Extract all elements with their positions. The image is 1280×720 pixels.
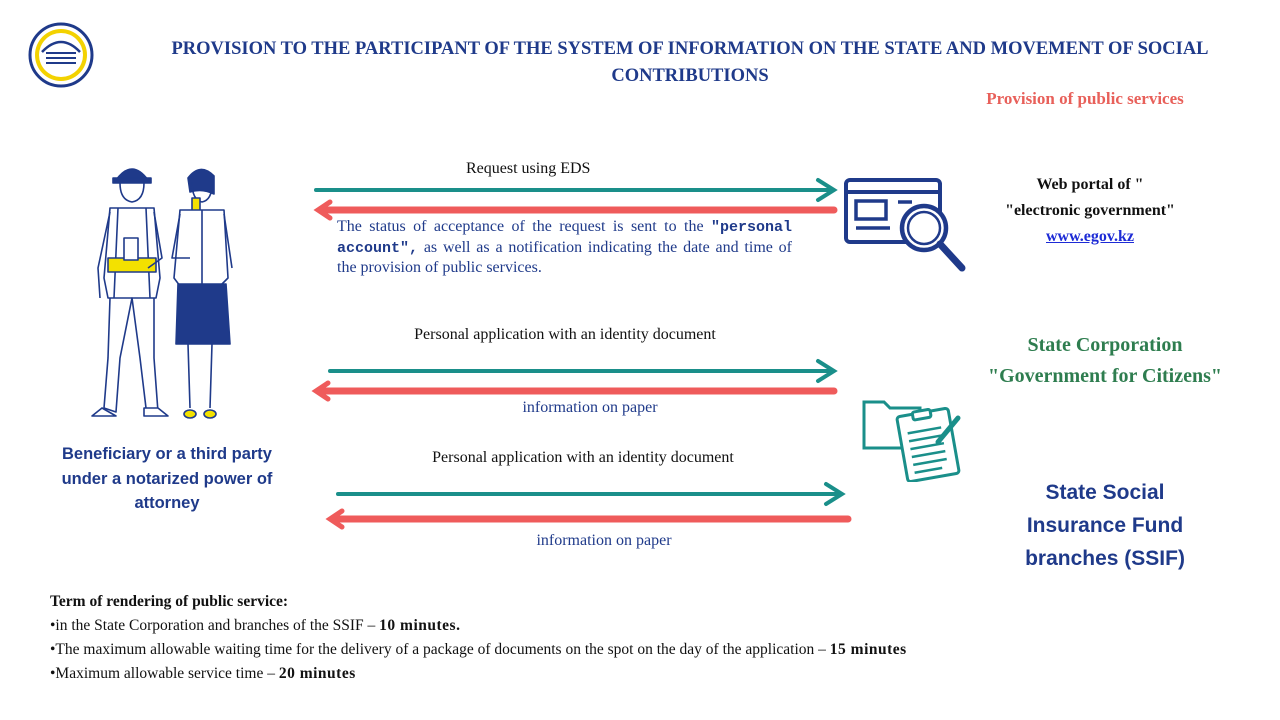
web-portal-text: Web portal of " "electronic government" — [1005, 176, 1175, 219]
terms-item-2-value: 15 minutes — [829, 641, 907, 658]
web-search-icon — [844, 178, 966, 272]
personal-application-label-2: Personal application with an identity do… — [432, 449, 734, 466]
state-corporation-label: State Corporation "Government for Citize… — [950, 330, 1260, 392]
info-paper-label-2: information on paper — [536, 532, 672, 549]
page-title: PROVISION TO THE PARTICIPANT OF THE SYST… — [171, 39, 1209, 86]
request-eds-label: Request using EDS — [466, 160, 591, 177]
status-notification-text: The status of acceptance of the request … — [337, 217, 792, 278]
state-corp-line1: State Corporation — [1027, 334, 1183, 356]
provision-header: Provision of public services — [986, 89, 1184, 108]
status-text-part-2: as well as a notification indicating the… — [337, 238, 792, 277]
web-portal-label: Web portal of " "electronic government" … — [1000, 172, 1180, 250]
beneficiary-label: Beneficiary or a third party under a not… — [61, 445, 273, 512]
terms-heading: Term of rendering of public service: — [50, 593, 289, 610]
arrow-info-paper-2 — [325, 508, 852, 530]
terms-item-3-value: 20 minutes — [278, 665, 356, 682]
terms-item-3: •Maximum allowable service time – 20 min… — [50, 663, 1040, 684]
terms-item-1: •in the State Corporation and branches o… — [50, 615, 1040, 636]
egov-link[interactable]: www.egov.kz — [1046, 228, 1134, 245]
terms-item-1-value: 10 minutes. — [379, 617, 461, 634]
personal-application-label-1: Personal application with an identity do… — [414, 326, 716, 343]
arrow-request-eds — [314, 178, 838, 202]
personal-account-label: "personal account", — [337, 219, 792, 257]
workers-illustration-icon — [91, 168, 233, 419]
status-text-part-1: The status of acceptance of the request … — [337, 218, 711, 235]
organization-logo-icon — [28, 22, 94, 88]
terms-item-1-text: •in the State Corporation and branches o… — [50, 617, 380, 634]
state-corp-line2: "Government for Citizens" — [987, 365, 1222, 387]
arrow-status-back — [313, 199, 838, 221]
documents-clipboard-icon — [862, 400, 961, 482]
arrow-info-paper-1 — [311, 380, 838, 402]
terms-item-2-text: •The maximum allowable waiting time for … — [50, 641, 830, 658]
terms-item-3-text: •Maximum allowable service time – — [50, 665, 279, 682]
arrow-personal-app-1 — [328, 359, 838, 383]
ssif-label: State Social Insurance Fund branches (SS… — [1025, 481, 1185, 570]
arrow-personal-app-2 — [336, 482, 846, 506]
terms-item-2: •The maximum allowable waiting time for … — [50, 639, 1040, 660]
info-paper-label-1: information on paper — [522, 399, 658, 416]
service-terms: Term of rendering of public service: •in… — [50, 591, 1040, 687]
